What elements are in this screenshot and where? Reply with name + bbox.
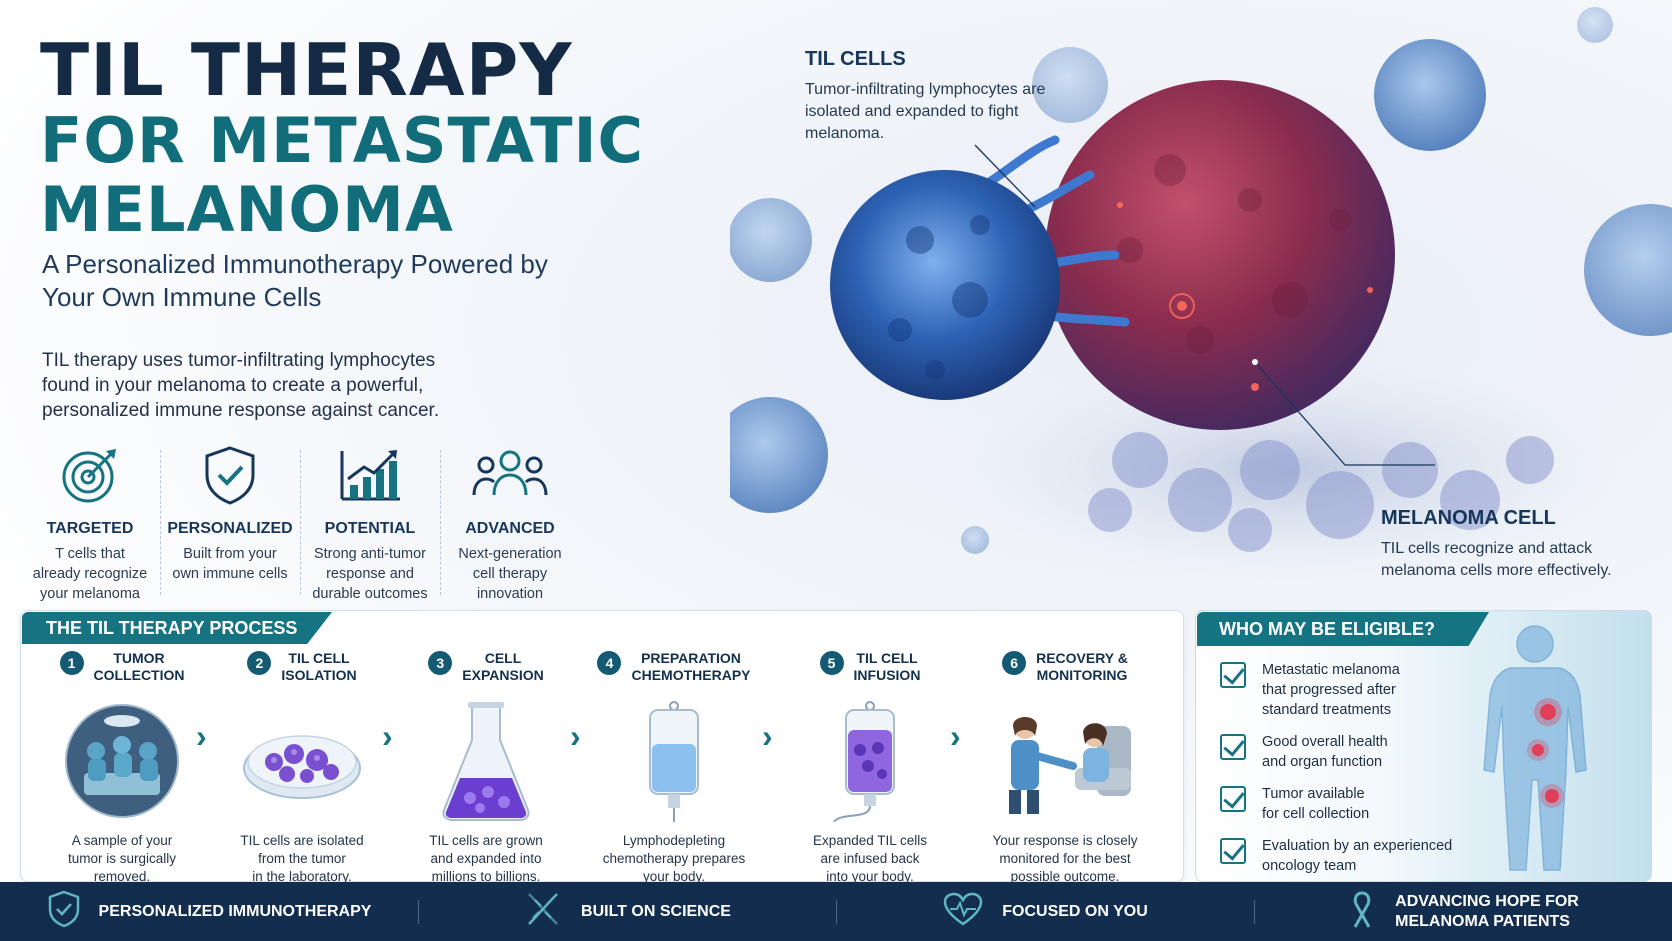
- feature-row: TARGETED T cells that already recognize …: [20, 440, 580, 602]
- feature-desc: T cells that already recognize your mela…: [32, 546, 148, 602]
- melanoma-cell-label: MELANOMA CELL: [1381, 507, 1556, 529]
- surgery-icon: [32, 696, 212, 826]
- feature-advanced: ADVANCED Next-generation cell therapy in…: [440, 440, 580, 602]
- step-desc: TIL cells are grown and expanded into mi…: [429, 833, 543, 884]
- process-step-tumor-collection: 1 TUMOR COLLECTION A sample of your tumo…: [32, 650, 212, 886]
- step-title: PREPARATION CHEMOTHERAPY: [631, 650, 751, 683]
- cell-illustration: [712, 0, 1672, 610]
- step-desc: TIL cells are isolated from the tumor in…: [240, 833, 364, 884]
- process-heading: THE TIL THERAPY PROCESS: [22, 612, 332, 644]
- feature-title: POTENTIAL: [324, 520, 416, 537]
- chevron-right-icon: ›: [382, 718, 393, 754]
- footer-item-focused: FOCUSED ON YOU: [836, 882, 1254, 941]
- checkbox-checked-icon: [1220, 786, 1246, 812]
- intro-text: TIL therapy uses tumor-infiltrating lymp…: [42, 350, 440, 421]
- step-desc: Lymphodepleting chemotherapy prepares yo…: [602, 833, 746, 884]
- feature-title: ADVANCED: [465, 520, 555, 537]
- footer-label: PERSONALIZED IMMUNOTHERAPY: [98, 902, 372, 920]
- checkbox-checked-icon: [1220, 662, 1246, 688]
- target-icon: [20, 444, 160, 506]
- petri-dish-icon: [212, 696, 392, 826]
- feature-potential: POTENTIAL Strong anti-tumor response and…: [300, 440, 440, 602]
- chevron-right-icon: ›: [196, 718, 207, 754]
- footer-item-personalized: PERSONALIZED IMMUNOTHERAPY: [0, 882, 418, 941]
- growth-chart-icon: [300, 444, 440, 506]
- process-step-til-isolation: 2 TIL CELL ISOLATION TIL cells are isola…: [212, 650, 392, 886]
- feature-title: TARGETED: [46, 520, 134, 537]
- step-number: 5: [819, 651, 844, 675]
- step-desc: Your response is closely monitored for t…: [992, 833, 1138, 884]
- shield-check-icon: [47, 890, 81, 933]
- step-title: CELL EXPANSION: [462, 650, 544, 683]
- process-step-recovery: 6 RECOVERY & MONITORING Your response is…: [975, 650, 1155, 886]
- step-number: 3: [428, 651, 453, 675]
- step-title: TIL CELL ISOLATION: [281, 650, 357, 683]
- eligibility-list: Metastatic melanoma that progressed afte…: [1220, 660, 1470, 888]
- eligibility-text: Metastatic melanoma that progressed afte…: [1262, 662, 1400, 718]
- feature-desc: Strong anti-tumor response and durable o…: [312, 546, 428, 602]
- page-title-secondary: FOR METASTATIC MELANOMA: [40, 104, 645, 247]
- checkbox-checked-icon: [1220, 734, 1246, 760]
- footer-label: ADVANCING HOPE FOR MELANOMA PATIENTS: [1395, 892, 1579, 930]
- eligibility-item: Tumor available for cell collection: [1220, 784, 1470, 824]
- human-body-icon: [1460, 620, 1610, 880]
- til-cells-label: TIL CELLS: [805, 48, 906, 70]
- eligibility-heading: WHO MAY BE ELIGIBLE?: [1197, 612, 1489, 646]
- til-cells-desc: Tumor-infiltrating lymphocytes are isola…: [805, 81, 1046, 142]
- process-step-cell-expansion: 3 CELL EXPANSION TIL cells are grown and…: [396, 650, 576, 886]
- step-title: TUMOR COLLECTION: [93, 650, 185, 683]
- feature-title: PERSONALIZED: [167, 520, 293, 537]
- footer-label: BUILT ON SCIENCE: [581, 902, 731, 920]
- heart-icon: [942, 891, 984, 932]
- step-number: 2: [247, 651, 272, 675]
- footer-item-hope: ADVANCING HOPE FOR MELANOMA PATIENTS: [1254, 882, 1672, 941]
- eligibility-item: Evaluation by an experienced oncology te…: [1220, 836, 1470, 876]
- iv-bag-icon: [584, 696, 764, 826]
- page-title: TIL THERAPY: [40, 28, 573, 112]
- people-icon: [440, 444, 580, 506]
- dna-icon: [523, 890, 563, 933]
- footer-item-science: BUILT ON SCIENCE: [418, 882, 836, 941]
- chevron-right-icon: ›: [762, 718, 773, 754]
- eligibility-text: Tumor available for cell collection: [1262, 786, 1370, 822]
- process-step-til-infusion: 5 TIL CELL INFUSION Expanded TIL cells a…: [780, 650, 960, 886]
- step-desc: Expanded TIL cells are infused back into…: [812, 833, 928, 884]
- step-desc: A sample of your tumor is surgically rem…: [67, 833, 177, 884]
- flask-icon: [396, 696, 576, 826]
- ribbon-icon: [1347, 889, 1377, 934]
- step-title: TIL CELL INFUSION: [853, 650, 921, 683]
- eligibility-text: Good overall health and organ function: [1262, 734, 1388, 770]
- melanoma-cell-desc: TIL cells recognize and attack melanoma …: [1381, 540, 1612, 579]
- page-subtitle: A Personalized Immunotherapy Powered by …: [42, 249, 548, 312]
- footer-bar: PERSONALIZED IMMUNOTHERAPY BUILT ON SCIE…: [0, 882, 1672, 941]
- feature-personalized: PERSONALIZED Built from your own immune …: [160, 440, 300, 600]
- nurse-patient-icon: [975, 696, 1155, 826]
- feature-targeted: TARGETED T cells that already recognize …: [20, 440, 160, 602]
- checkbox-checked-icon: [1220, 838, 1246, 864]
- step-number: 1: [59, 651, 84, 675]
- shield-check-icon: [160, 444, 300, 506]
- process-step-chemotherapy: 4 PREPARATION CHEMOTHERAPY Lymphodepleti…: [584, 650, 764, 886]
- eligibility-item: Metastatic melanoma that progressed afte…: [1220, 660, 1470, 720]
- chevron-right-icon: ›: [570, 718, 581, 754]
- chevron-right-icon: ›: [950, 718, 961, 754]
- step-title: RECOVERY & MONITORING: [1036, 650, 1128, 683]
- step-number: 4: [597, 651, 622, 675]
- feature-desc: Built from your own immune cells: [172, 546, 288, 582]
- step-number: 6: [1002, 651, 1027, 675]
- footer-label: FOCUSED ON YOU: [1002, 902, 1148, 920]
- eligibility-text: Evaluation by an experienced oncology te…: [1262, 838, 1453, 874]
- feature-desc: Next-generation cell therapy innovation: [458, 546, 562, 602]
- eligibility-item: Good overall health and organ function: [1220, 732, 1470, 772]
- infusion-bag-icon: [780, 696, 960, 826]
